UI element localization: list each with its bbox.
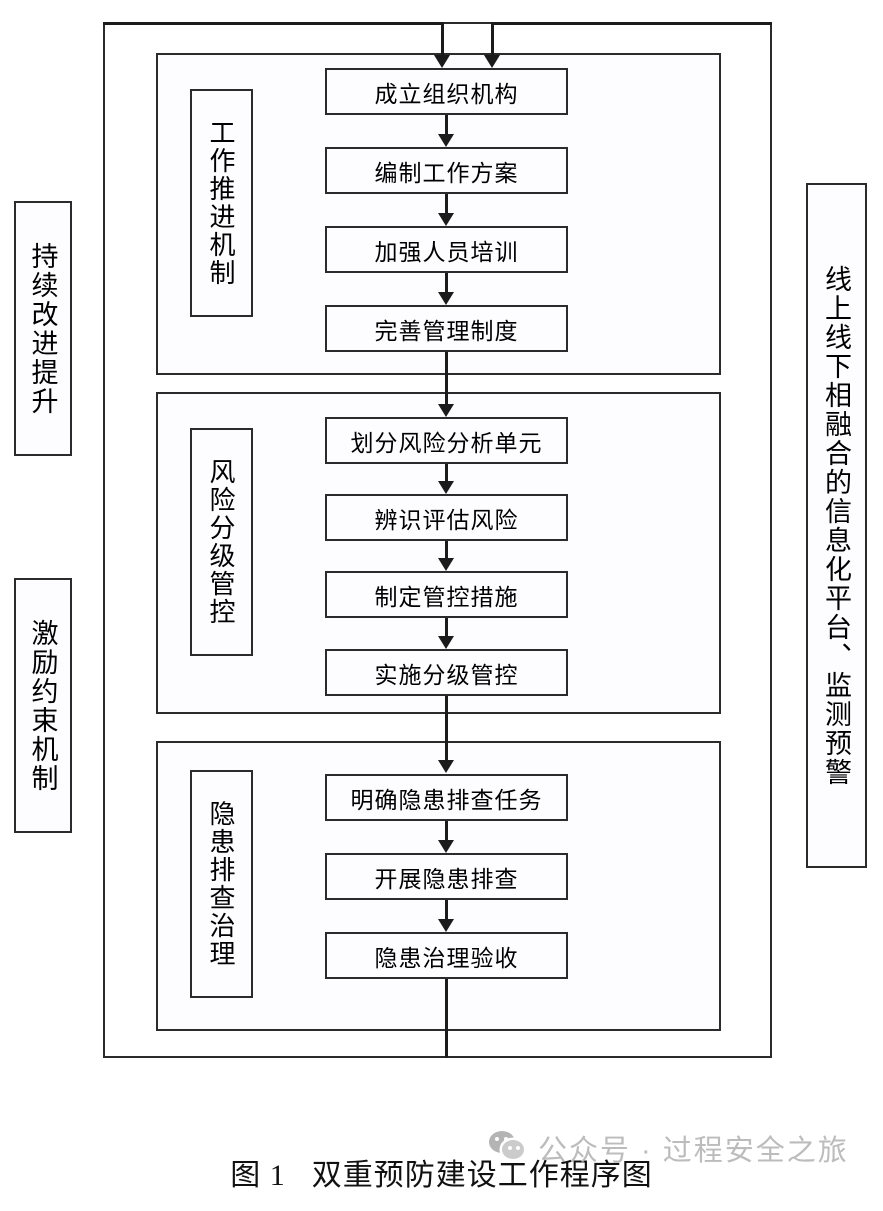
connector-arrow-2-1 bbox=[438, 481, 454, 494]
feedback-rail-right-drop bbox=[491, 22, 494, 55]
connector-3-2-to-3-3 bbox=[445, 900, 448, 919]
process-box-1-3[interactable]: 加强人员培训 bbox=[325, 226, 568, 273]
connector-3-1-to-3-2 bbox=[445, 821, 448, 840]
process-box-1-4[interactable]: 完善管理制度 bbox=[325, 305, 568, 352]
figure-caption: 图 1 双重预防建设工作程序图 bbox=[0, 1150, 883, 1194]
caption-title: 双重预防建设工作程序图 bbox=[311, 1159, 653, 1192]
connector-arrow-3-1 bbox=[438, 840, 454, 853]
group-label-work-promotion: 工作推进机制 bbox=[190, 89, 253, 317]
process-box-3-1[interactable]: 明确隐患排查任务 bbox=[325, 774, 568, 821]
connector-arrow-group1-group2 bbox=[438, 404, 454, 417]
process-box-2-3[interactable]: 制定管控措施 bbox=[325, 571, 568, 618]
connector-2-2-to-2-3 bbox=[445, 541, 448, 558]
connector-arrow-1-1 bbox=[438, 134, 454, 147]
group-label-hazard-governance: 隐患排查治理 bbox=[190, 770, 253, 998]
connector-arrow-2-2 bbox=[438, 558, 454, 571]
connector-group1-to-group2 bbox=[445, 352, 448, 404]
feedback-tail-down bbox=[445, 979, 448, 1058]
feedback-rail-left-drop bbox=[441, 22, 444, 55]
feedback-arrow-left bbox=[434, 55, 450, 68]
connector-2-3-to-2-4 bbox=[445, 618, 448, 636]
process-box-3-3[interactable]: 隐患治理验收 bbox=[325, 932, 568, 979]
connector-group2-to-group3 bbox=[445, 696, 448, 760]
caption-prefix: 图 1 bbox=[230, 1159, 286, 1192]
connector-arrow-2-3 bbox=[438, 636, 454, 649]
process-box-2-4[interactable]: 实施分级管控 bbox=[325, 649, 568, 696]
group-label-risk-grading: 风险分级管控 bbox=[190, 428, 253, 656]
process-box-2-1[interactable]: 划分风险分析单元 bbox=[325, 417, 568, 464]
connector-1-1-to-1-2 bbox=[445, 115, 448, 134]
connector-2-1-to-2-2 bbox=[445, 464, 448, 481]
connector-1-3-to-1-4 bbox=[445, 273, 448, 292]
connector-arrow-1-3 bbox=[438, 292, 454, 305]
feedback-rail-left-top bbox=[103, 22, 444, 25]
feedback-rail-right-top bbox=[491, 22, 772, 25]
connector-arrow-group2-group3 bbox=[438, 760, 454, 773]
side-label-incentive-constraint: 激励约束机制 bbox=[14, 578, 72, 833]
process-box-1-2[interactable]: 编制工作方案 bbox=[325, 147, 568, 194]
connector-1-2-to-1-3 bbox=[445, 194, 448, 213]
connector-arrow-3-2 bbox=[438, 919, 454, 932]
process-box-3-2[interactable]: 开展隐患排查 bbox=[325, 853, 568, 900]
side-label-online-offline-platform: 线上线下相融合的信息化平台、监测预警 bbox=[806, 183, 867, 868]
side-label-continuous-improvement: 持续改进提升 bbox=[14, 201, 72, 456]
process-box-2-2[interactable]: 辨识评估风险 bbox=[325, 494, 568, 541]
feedback-arrow-right bbox=[484, 55, 500, 68]
connector-arrow-1-2 bbox=[438, 213, 454, 226]
process-box-1-1[interactable]: 成立组织机构 bbox=[325, 68, 568, 115]
